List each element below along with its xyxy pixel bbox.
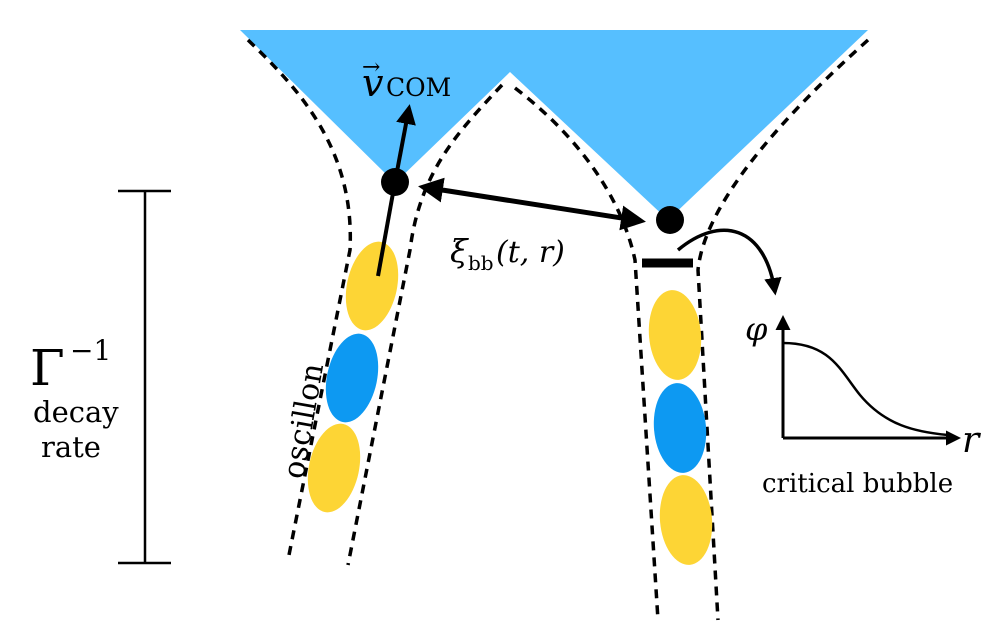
com-worldline: [376, 181, 397, 277]
left-lump-blue: [325, 333, 379, 423]
separation-arrow: [418, 177, 646, 231]
r-axis-label: r: [962, 420, 981, 461]
xi-label-args: (t, r): [496, 235, 565, 270]
left-oscillon-boundary-outer: [246, 38, 352, 561]
curved-arrow: [676, 228, 782, 296]
left-lump-yellow-bottom: [307, 423, 361, 513]
xi-label-symbol: ξ: [450, 232, 469, 270]
left-oscillon-boundary-inner: [346, 83, 504, 566]
right-oscillon-boundary-inner: [696, 38, 870, 621]
left-nucleation-point: [381, 168, 409, 196]
rate-label: rate: [41, 430, 101, 464]
velocity-label-subscript: COM: [386, 73, 451, 102]
gamma-exponent: −1: [70, 334, 111, 367]
gamma-label: Γ: [30, 339, 65, 397]
right-nucleation-point: [656, 206, 684, 234]
critical-bubble-label: critical bubble: [762, 469, 953, 499]
phi-axis-label: φ: [745, 310, 768, 348]
left-lump-yellow-top: [345, 241, 399, 331]
velocity-label-arrow: →: [362, 55, 380, 80]
xi-label-subscript: bb: [468, 251, 494, 275]
decay-label: decay: [33, 395, 119, 429]
critical-bubble-profile: [782, 341, 949, 437]
right-oscillon-boundary-outer: [513, 86, 660, 621]
right-lump-yellow-bottom: [659, 475, 713, 565]
right-lump-yellow-top: [648, 290, 702, 380]
right-lump-blue: [653, 383, 707, 473]
bubble-region: [240, 30, 868, 220]
velocity-label-symbol: v: [362, 61, 384, 105]
